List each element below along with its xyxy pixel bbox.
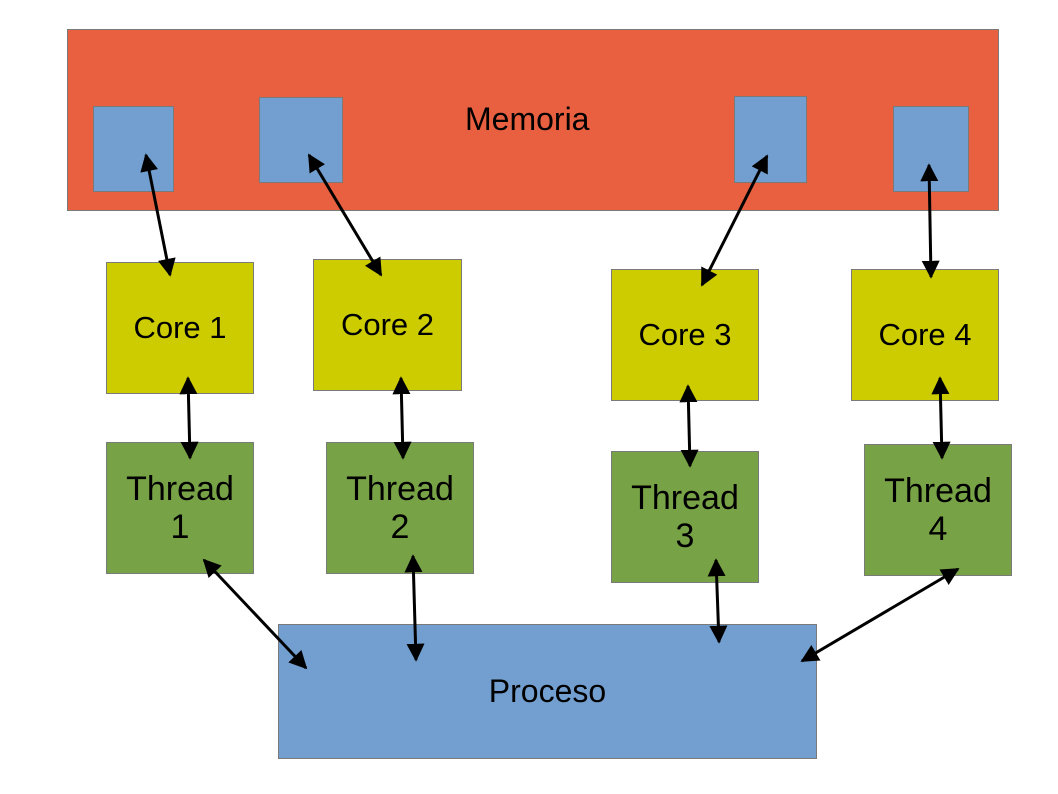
thread-2: Thread 2 [326,442,474,574]
arrow-cell3-core3 [700,154,769,287]
arrow-core3-thread3 [679,384,699,468]
core-2-label: Core 2 [340,307,435,342]
arrow-cell1-core1 [140,153,176,277]
arrow-thread3-process [707,558,728,644]
thread-3: Thread 3 [611,451,759,583]
arrow-thread4-process [800,567,960,663]
thread-2-label: Thread [346,470,454,508]
thread-4-number: 4 [928,510,948,548]
core-3-label: Core 3 [638,317,732,352]
core-4: Core 4 [851,269,999,401]
thread-1-label: Thread [126,470,234,508]
thread-1-number: 1 [170,508,190,546]
arrow-thread2-process [404,554,425,662]
arrow-cell4-core4 [920,163,940,279]
core-3: Core 3 [611,269,759,401]
core-1: Core 1 [106,262,254,394]
memory-label: Memoria [465,101,590,137]
memory-cell-4 [893,106,969,192]
core-2: Core 2 [313,259,462,391]
thread-1: Thread 1 [106,442,254,574]
thread-3-number: 3 [675,517,695,555]
arrow-core4-thread4 [931,376,951,460]
memory-block [67,29,999,211]
thread-3-label: Thread [631,479,739,517]
arrow-cell2-core2 [307,153,383,277]
arrow-core1-thread1 [179,376,199,460]
thread-4: Thread 4 [864,444,1012,576]
thread-2-number: 2 [390,508,410,546]
process-block: Proceso [278,624,817,759]
arrow-core2-thread2 [392,376,412,460]
arrow-thread1-process [202,558,308,670]
thread-4-label: Thread [884,472,992,510]
core-4-label: Core 4 [878,317,972,352]
process-label: Proceso [488,673,607,709]
core-1-label: Core 1 [133,310,227,345]
